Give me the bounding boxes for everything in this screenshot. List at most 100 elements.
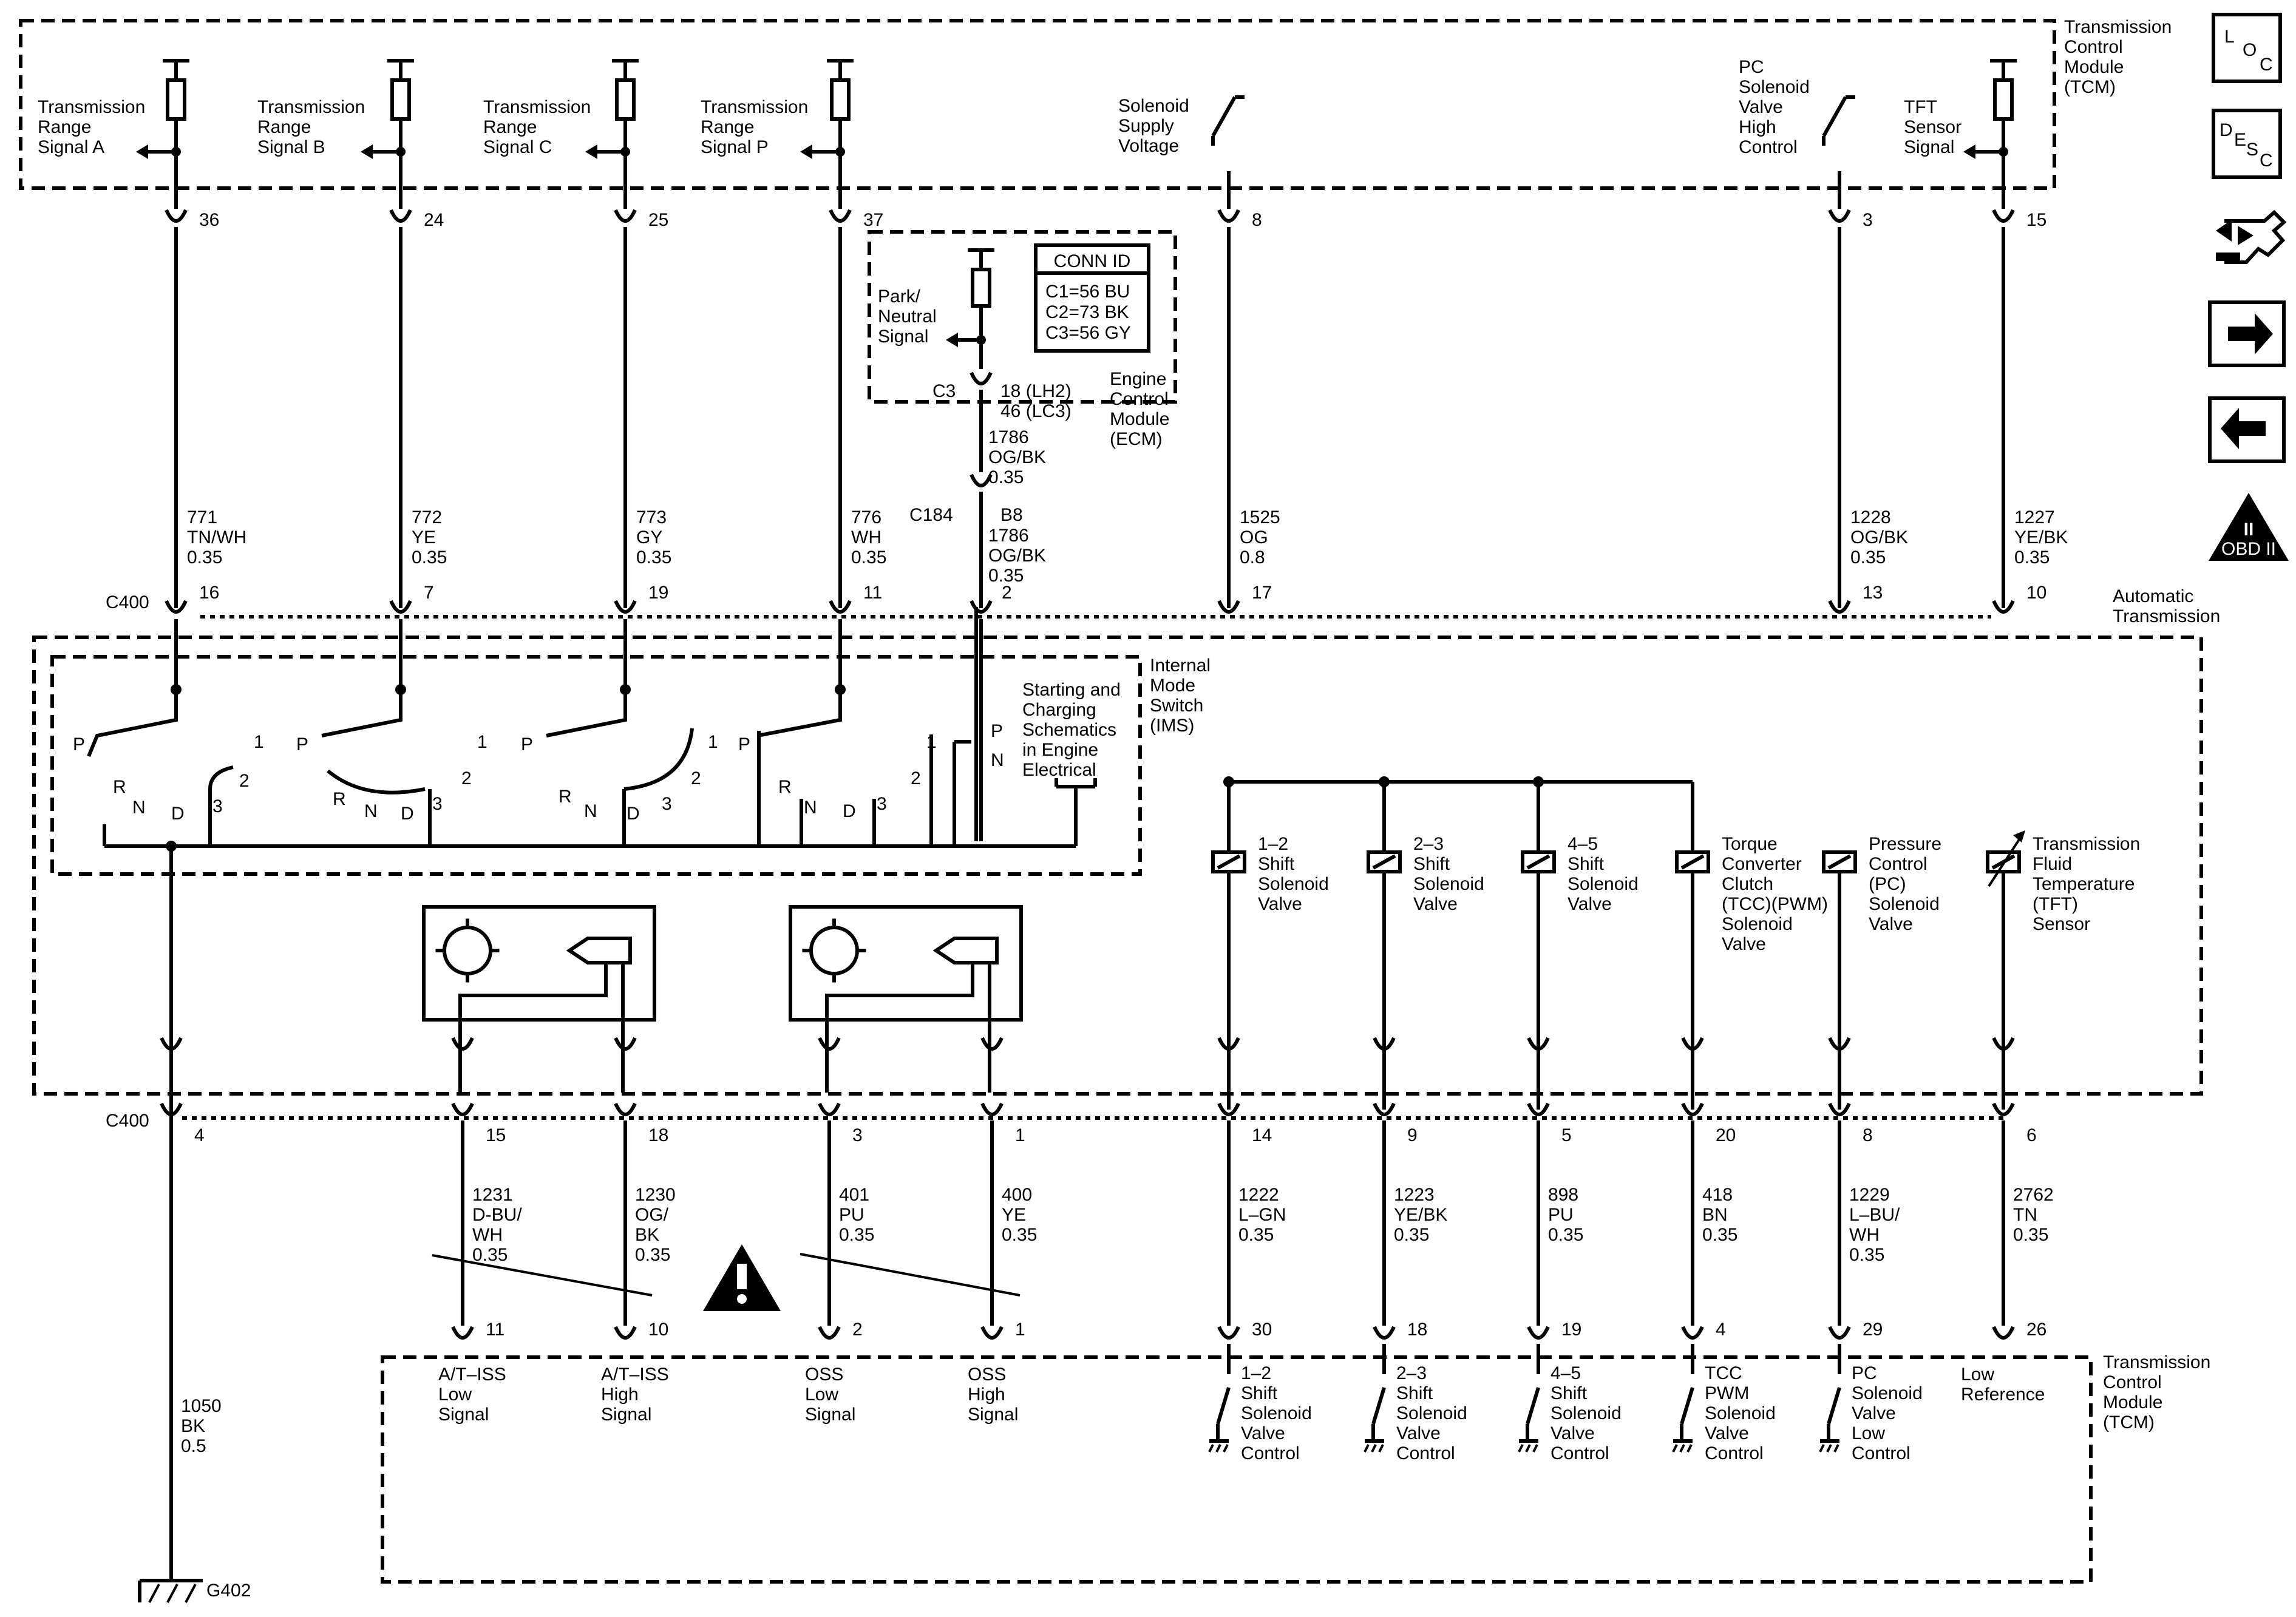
sensor-terminal	[1527, 1037, 1550, 1051]
svg-text:II: II	[2244, 520, 2254, 540]
solenoid-2	[1372, 854, 1396, 870]
solenoid-label: Solenoid	[1258, 874, 1329, 894]
tcm-input-label: Control	[1852, 1443, 1911, 1463]
chassis-ground-icon	[138, 1579, 203, 1603]
solenoid-label: (PC)	[1869, 874, 1906, 894]
switch-contact-label: R	[559, 787, 572, 807]
top-circuit-6	[1822, 96, 1847, 137]
prev-arrow-button[interactable]	[2208, 396, 2286, 463]
wire-spec: 1222	[1238, 1185, 1279, 1205]
tcm-bottom-label: Control	[2103, 1372, 2162, 1392]
connector-tool-icon[interactable]	[2216, 209, 2287, 264]
c400-terminal	[160, 1102, 183, 1116]
signal-arrow	[946, 333, 958, 347]
wire-spec: L–BU/	[1849, 1205, 1900, 1225]
c400-terminal	[1992, 1102, 2015, 1116]
wire-spec: 0.35	[1238, 1225, 1274, 1245]
loc-button[interactable]: L O C	[2212, 13, 2282, 83]
tcm-pin-number: 25	[648, 210, 668, 230]
c400-terminal	[1992, 600, 2015, 614]
sensor-terminal	[1828, 1037, 1851, 1051]
tcm-bottom-label: Transmission	[2103, 1352, 2210, 1372]
tcm-bottom-boundary	[381, 1355, 2093, 1584]
top-circuit-1	[166, 78, 186, 121]
wire-spec: BN	[1702, 1205, 1728, 1225]
ecm-label: (ECM)	[1110, 429, 1163, 449]
tcm-pin-number: 24	[424, 210, 444, 230]
c400-pin-number: 13	[1863, 583, 1883, 603]
c3-terminal	[970, 371, 993, 385]
wire-spec: D-BU/	[472, 1205, 522, 1225]
ims-label: Switch	[1150, 696, 1203, 716]
wire-spec: 0.35	[2013, 1225, 2048, 1245]
tcm-top-boundary	[19, 19, 2056, 190]
desc-button[interactable]: D E S C	[2212, 109, 2282, 179]
tcm-pin-number: 18	[1407, 1320, 1427, 1340]
wire-spec: 1230	[635, 1185, 676, 1205]
wire-spec: 1228	[1850, 507, 1891, 527]
top-signal-label: Sensor	[1904, 117, 1961, 137]
svg-text:D: D	[2220, 120, 2233, 140]
tcm-top-label: (TCM)	[2064, 77, 2116, 97]
tcm-bottom-label: Module	[2103, 1392, 2162, 1412]
solenoid-label: (TCC)(PWM)	[1722, 894, 1828, 914]
solenoid-label: Shift	[1567, 854, 1605, 874]
wire-spec: OG/BK	[988, 447, 1046, 467]
wire-spec: TN/WH	[187, 527, 246, 547]
solenoid-label: Valve	[1258, 894, 1302, 914]
sensor-terminal	[451, 1037, 474, 1051]
solenoid-5	[1827, 854, 1852, 870]
svg-text:C: C	[2260, 151, 2273, 171]
solenoid-label: Solenoid	[1567, 874, 1639, 894]
switch-contact-label: P	[73, 734, 85, 754]
c400-pin-number: 6	[2026, 1125, 2037, 1145]
tcm-input-label: A/T–ISS	[601, 1364, 669, 1385]
tcm-bottom-label: (TCM)	[2103, 1412, 2155, 1432]
tcm-pin-number: 11	[486, 1320, 504, 1340]
tcm-input-label: Shift	[1396, 1383, 1433, 1403]
tcm-input-label: Solenoid	[1550, 1403, 1622, 1423]
conn-id-line: C3=56 GY	[1045, 323, 1131, 343]
output-speed-sensor-pickup-icon	[932, 937, 999, 964]
bottom-circuit-8	[1526, 1387, 1540, 1425]
tcm-pin-number: 3	[1863, 210, 1873, 230]
c400-pin-number: 3	[852, 1125, 863, 1145]
wire-spec: 0.8	[1240, 547, 1265, 568]
wire-spec: 418	[1702, 1185, 1733, 1205]
wire-spec: WH	[1849, 1225, 1880, 1245]
c400-pin-number: 10	[2026, 583, 2046, 603]
ecm-label: Engine	[1110, 369, 1166, 389]
tcm-input-label: Signal	[968, 1405, 1018, 1425]
tcm-pin	[980, 1326, 1004, 1340]
wire-spec: 0.5	[181, 1436, 206, 1456]
top-signal-label: Signal B	[257, 137, 325, 157]
top-signal-label: Range	[257, 117, 311, 137]
tcm-input-label: Solenoid	[1852, 1383, 1923, 1403]
tft-variable-arrow	[1988, 836, 2022, 887]
c400-terminal	[970, 600, 993, 614]
tcm-input-label: Valve	[1705, 1423, 1749, 1443]
wire-spec: 776	[851, 507, 881, 527]
wire-spec: 0.35	[636, 547, 671, 568]
switch-contact-label: 2	[911, 768, 921, 788]
switch-contact-label: 3	[877, 794, 887, 814]
solenoid-label: Solenoid	[1722, 914, 1793, 934]
bottom-circuit-9	[1680, 1387, 1694, 1425]
switch-contact-label: P	[296, 734, 308, 754]
tcm-pin-number: 4	[1716, 1320, 1726, 1340]
tcm-top-label: Module	[2064, 57, 2124, 77]
tcm-input-label: Control	[1241, 1443, 1300, 1463]
tcm-pin-number: 15	[2026, 210, 2046, 230]
tcm-pin	[1828, 1326, 1851, 1340]
wire-spec: YE	[412, 527, 436, 547]
wire-spec: 771	[187, 507, 217, 527]
solenoid-label: Solenoid	[1413, 874, 1484, 894]
svg-text:C: C	[2260, 55, 2273, 75]
next-arrow-button[interactable]	[2208, 300, 2286, 367]
c400-pin-number: 11	[863, 583, 882, 603]
switch-contact-label: R	[113, 777, 126, 797]
c3-pin-numbers: 46 (LC3)	[1000, 401, 1072, 421]
c400-pin-number: 15	[486, 1125, 506, 1145]
solenoid-label: Pressure	[1869, 834, 1941, 854]
c400-terminal	[165, 600, 188, 614]
